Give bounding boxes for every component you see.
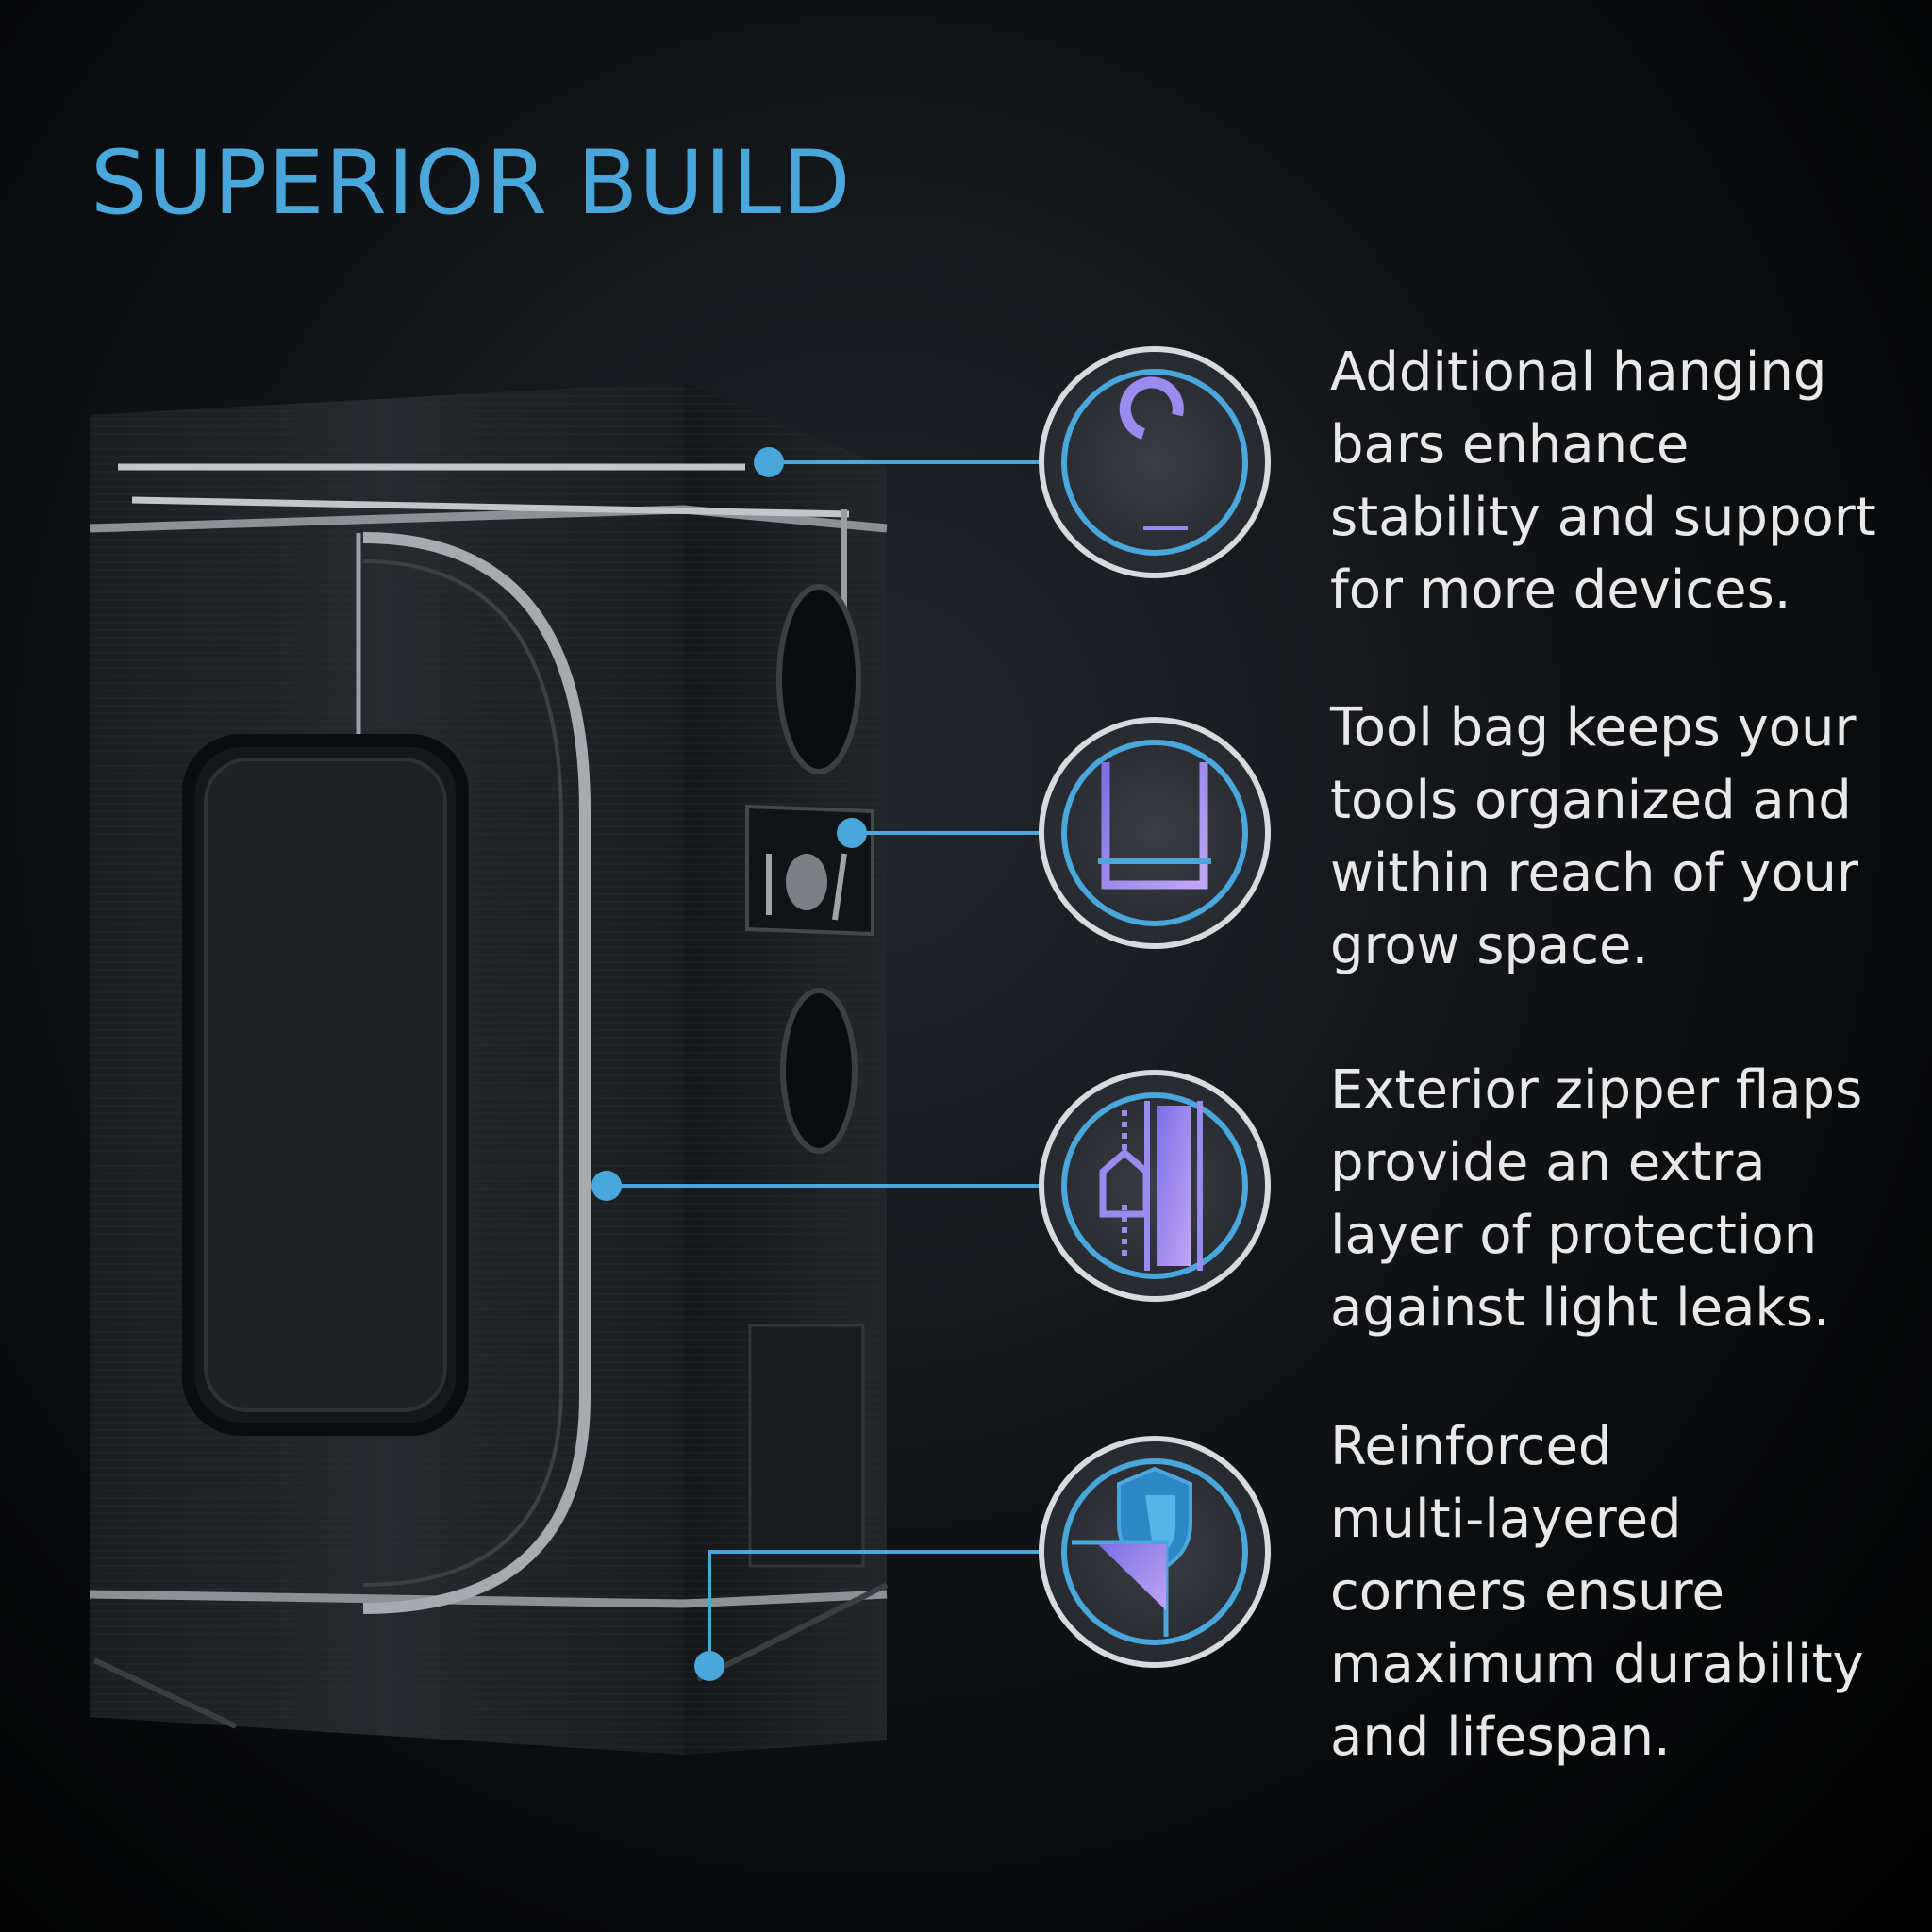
feature-tool-bag-text: Tool bag keeps your tools organized and … bbox=[1330, 697, 1858, 976]
tent-body bbox=[89, 382, 889, 1755]
feature-hanging-bars-text: Additional hanging bars enhance stabilit… bbox=[1330, 341, 1876, 621]
headline: SUPERIOR BUILD bbox=[91, 132, 852, 235]
shield-corner-icon bbox=[1039, 1436, 1271, 1668]
feature-corners-text: Reinforced multi-layered corners ensure … bbox=[1330, 1416, 1864, 1768]
hook-icon bbox=[1039, 346, 1271, 578]
zipper-icon bbox=[1039, 1070, 1271, 1302]
callout-lines bbox=[591, 447, 1047, 1681]
tool-bag-icon bbox=[1039, 717, 1271, 949]
feature-zipper-flaps-text: Exterior zipper flaps provide an extra l… bbox=[1330, 1059, 1863, 1339]
